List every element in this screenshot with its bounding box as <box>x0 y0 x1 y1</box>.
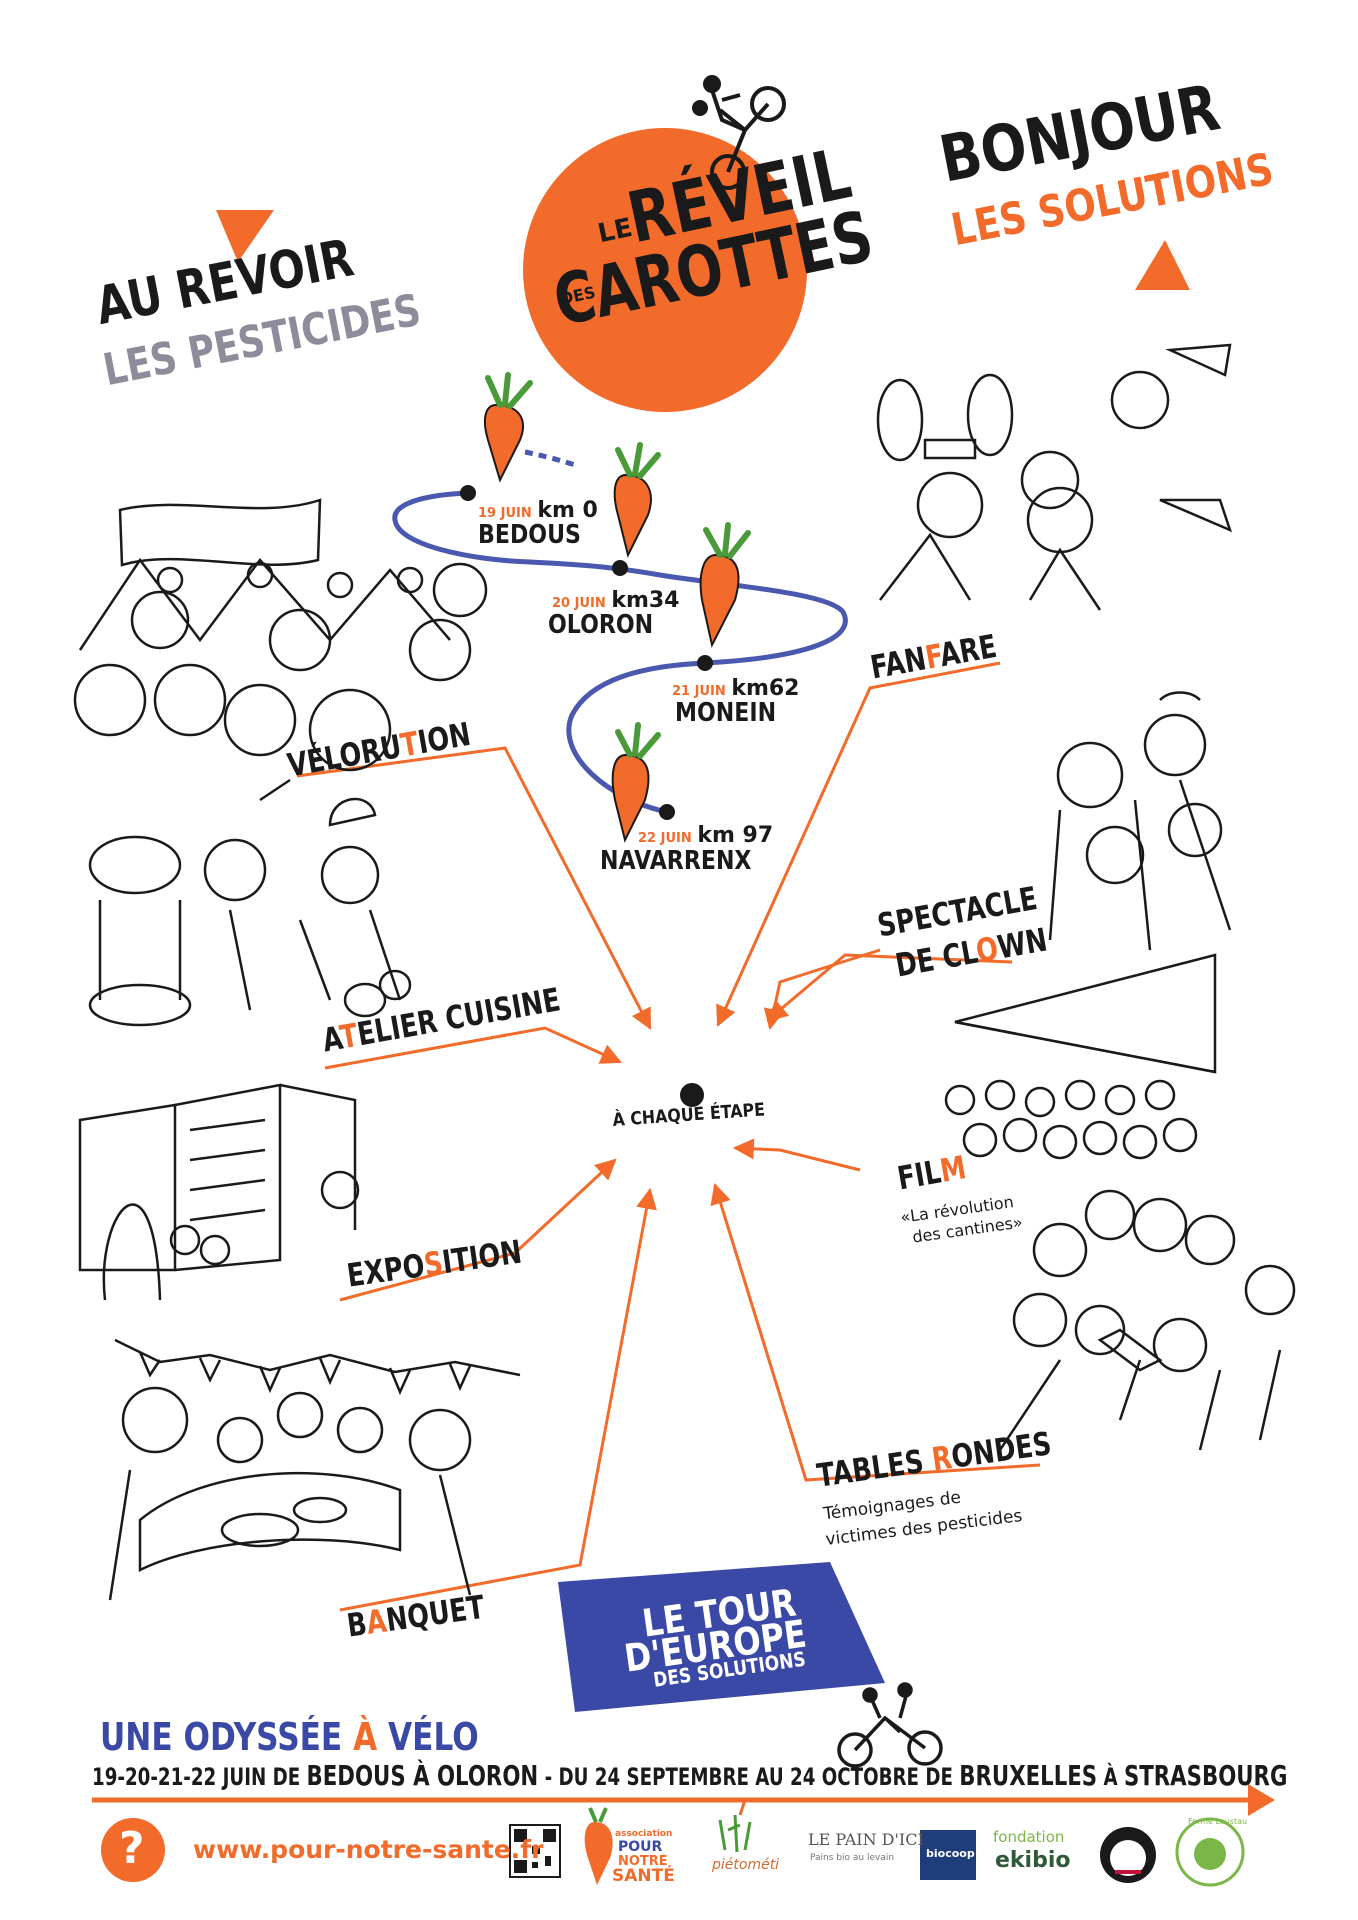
odyssey-part-b: À <box>353 1715 378 1759</box>
biocoop-logo <box>920 1830 976 1880</box>
partner-pain-sub: Pains bio au levain <box>810 1853 895 1863</box>
stage-km: km34 <box>611 588 680 613</box>
cyclist-icon <box>692 75 786 190</box>
dates-part-3: - DU 24 SEPTEMBRE AU 24 OCTOBRE DE <box>538 1763 960 1791</box>
ferme-loustau-logo <box>1175 1817 1245 1887</box>
fanfare-sketch <box>876 343 1233 611</box>
carrot-icon <box>483 372 533 483</box>
film-part-a: FIL <box>894 1152 944 1198</box>
stage-dot-navarrenx <box>659 804 675 820</box>
stage-bedous: 19 JUIN km 0 <box>478 500 598 522</box>
carrot-icon <box>699 522 751 648</box>
bottom-timeline-arrowhead <box>1248 1784 1275 1816</box>
partner-ferme-loustau: Ferme Loustau <box>1188 1817 1248 1826</box>
stage-km: km62 <box>731 676 800 701</box>
left-triangle-marker <box>216 210 274 262</box>
odyssey-title: UNE ODYSSÉE À VÉLO <box>100 1718 479 1756</box>
partner-pour: POUR <box>618 1839 663 1855</box>
clown-sketch <box>1048 691 1232 951</box>
qr-code-icon[interactable] <box>509 1824 561 1878</box>
stage-km: km 0 <box>537 498 598 523</box>
help-glyph: ? <box>119 1823 145 1874</box>
stage-km: km 97 <box>697 823 774 848</box>
dates-line: 19-20-21-22 JUIN DE BEDOUS À OLORON - DU… <box>92 1762 1287 1790</box>
cyclists-crowd-sketch <box>73 498 488 772</box>
cooking-sketch <box>88 778 412 1027</box>
partner-ekibio: ekibio <box>995 1848 1071 1873</box>
logo-orange-disc <box>523 128 807 412</box>
round-table-sketch <box>998 1189 1296 1451</box>
stage-date: 19 JUIN <box>478 506 532 521</box>
banquet-sketch <box>108 1338 521 1601</box>
route-line <box>392 490 848 815</box>
stage-dot-bedous <box>460 485 476 501</box>
partner-pietometi: piétométi <box>712 1857 780 1873</box>
stage-date: 22 JUIN <box>638 831 692 846</box>
website-link[interactable]: www.pour-notre-sante.fr <box>193 1835 544 1864</box>
tandem-bicycle-icon <box>837 1682 943 1768</box>
partner-pain-dici: LE PAIN D'ICI <box>808 1830 924 1849</box>
carrot-icon <box>611 722 661 843</box>
dates-part-6: STRASBOURG <box>1123 1759 1288 1792</box>
partner-sante: SANTÉ <box>612 1866 675 1886</box>
dates-part-2: BEDOUS À OLORON <box>306 1759 539 1792</box>
hub-dot <box>680 1083 704 1107</box>
dates-part-4: BRUXELLES <box>959 1759 1098 1792</box>
pour-notre-sante-logo <box>584 1807 613 1885</box>
partner-notre: NOTRE <box>618 1854 668 1869</box>
stage-monein: 21 JUIN km62 <box>672 678 799 700</box>
carrot-icon <box>613 442 661 558</box>
exhibition-sketch <box>78 1083 360 1301</box>
partner-association-label: association <box>615 1829 673 1839</box>
stage-date: 21 JUIN <box>672 684 726 699</box>
right-triangle-marker <box>1135 240 1190 290</box>
stage-dot-oloron <box>612 560 628 576</box>
stage-navarrenx: 22 JUIN km 97 <box>638 825 773 847</box>
partner-biocoop: biocoop <box>926 1847 975 1860</box>
stage-town-navarrenx: NAVARRENX <box>600 846 752 876</box>
dates-part-1: 19-20-21-22 JUIN DE <box>92 1763 307 1791</box>
pietometi-logo <box>718 1799 752 1853</box>
stage-dot-monein <box>697 655 713 671</box>
dates-part-5: À <box>1097 1763 1124 1791</box>
stage-town-bedous: BEDOUS <box>478 520 581 550</box>
odyssey-part-a: UNE ODYSSÉE <box>100 1715 354 1759</box>
help-circle[interactable] <box>101 1818 165 1882</box>
tour-banner-flag <box>558 1562 885 1712</box>
partner-fondation: fondation <box>993 1828 1065 1846</box>
film-screening-sketch <box>944 953 1217 1160</box>
stage-oloron: 20 JUIN km34 <box>552 590 679 612</box>
carrot-farm-logo <box>1100 1827 1156 1883</box>
stage-date: 20 JUIN <box>552 596 606 611</box>
odyssey-part-c: VÉLO <box>377 1715 479 1759</box>
route-dashed-start <box>524 449 576 468</box>
stage-town-monein: MONEIN <box>675 698 777 728</box>
stage-town-oloron: OLORON <box>548 610 654 640</box>
